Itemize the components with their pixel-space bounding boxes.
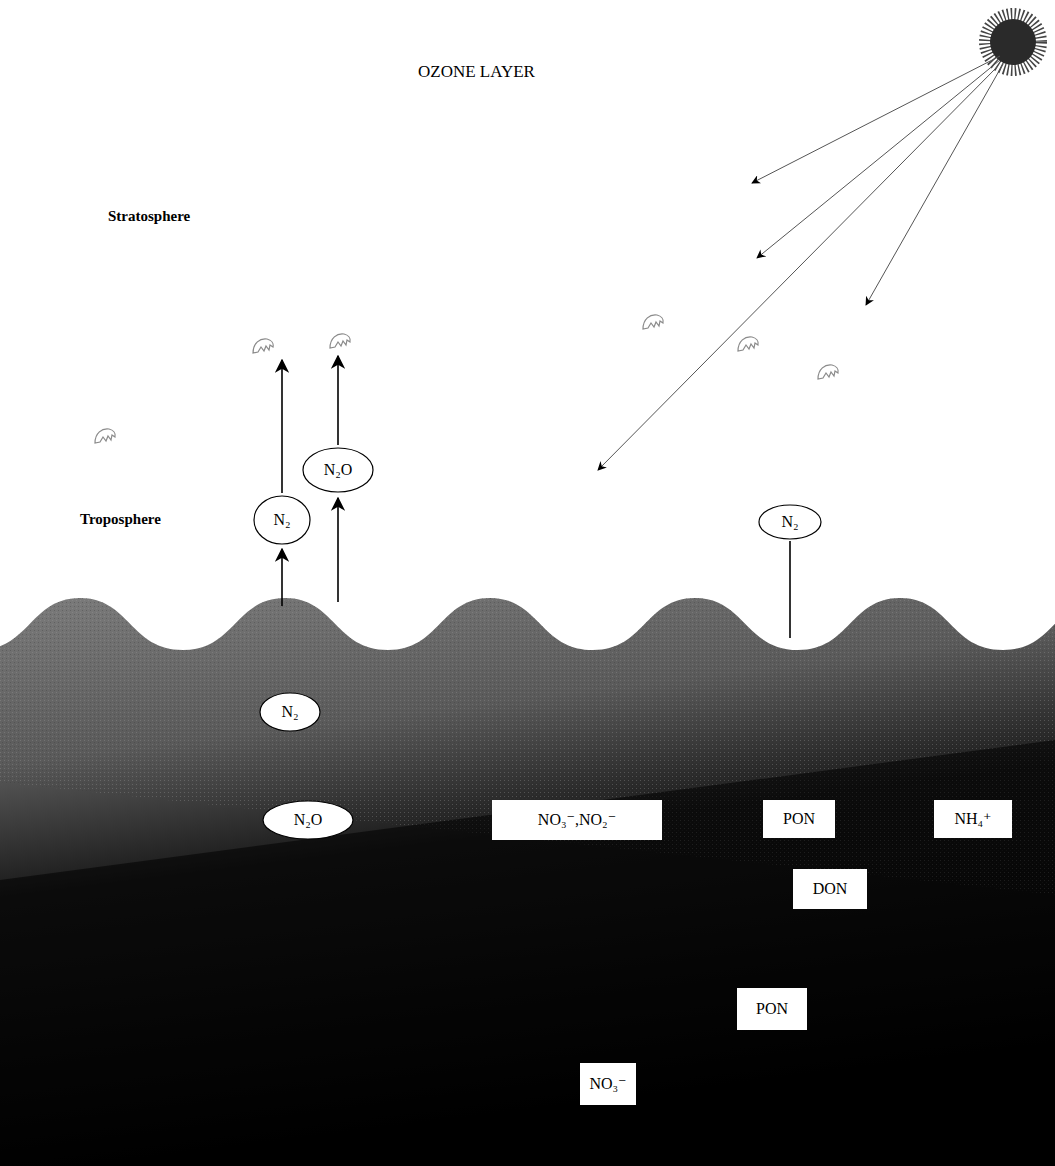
species-label: PON [756, 1000, 788, 1018]
ellipse-shape [254, 496, 310, 544]
nitrogen-pool-box: DON [793, 869, 867, 909]
species-label: N₂O [324, 461, 353, 479]
nitrogen-pool-box: NO₃⁻ [580, 1063, 636, 1105]
ocean [0, 598, 1055, 1166]
layer-label: OZONE LAYER [418, 62, 535, 82]
species-label: N₂ [781, 513, 798, 531]
ellipse-shape [260, 693, 320, 731]
species-label: NO₃⁻,NO₂⁻ [538, 811, 616, 829]
ellipse-shape [263, 801, 353, 839]
species-label: N₂ [281, 703, 298, 721]
gas-ellipse: N₂ [758, 504, 822, 540]
species-label: NO₃⁻ [589, 1075, 626, 1093]
nitrogen-pool-box: PON [763, 800, 835, 838]
species-label: DON [813, 880, 848, 898]
gas-ellipse: N₂ [253, 495, 311, 545]
nitrogen-pool-box: NH₄⁺ [934, 800, 1012, 838]
gas-ellipse: N₂O [262, 800, 354, 840]
ellipse-shape [759, 505, 821, 539]
species-label: N₂ [273, 511, 290, 529]
ellipse-shape [303, 448, 373, 492]
sun [985, 14, 1041, 70]
ozone-molecules [95, 315, 838, 443]
region-label: Stratosphere [108, 208, 190, 225]
region-label: Troposphere [80, 511, 161, 528]
species-label: NH₄⁺ [954, 810, 991, 828]
gas-ellipse: N₂O [302, 447, 374, 493]
flux-arrows [282, 356, 790, 638]
deep-water [0, 740, 1055, 1166]
nitrogen-pool-box: PON [737, 988, 807, 1030]
sun-rays [598, 56, 1003, 470]
species-label: N₂O [294, 811, 323, 829]
nitrogen-pool-box: NO₃⁻,NO₂⁻ [492, 800, 662, 840]
gas-ellipse: N₂ [259, 692, 321, 732]
species-label: PON [783, 810, 815, 828]
